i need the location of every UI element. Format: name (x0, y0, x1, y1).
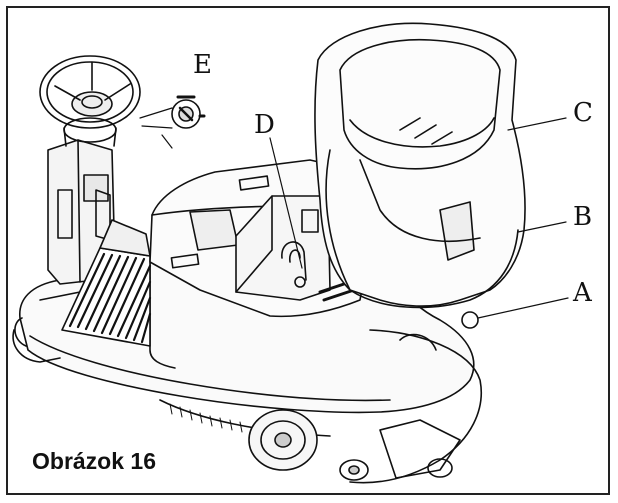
leader-line-a (477, 297, 569, 319)
leader-lines (269, 117, 569, 319)
key-switch-detail (139, 95, 206, 149)
callout-c: C (573, 98, 593, 128)
callout-e: E (193, 50, 212, 80)
steering-wheel (39, 55, 141, 147)
seat (314, 22, 526, 309)
callout-d: D (254, 110, 275, 140)
figure-caption: Obrázok 16 (32, 448, 156, 474)
callout-b: B (573, 202, 593, 232)
leader-line-b (517, 221, 567, 233)
leader-line-d (269, 137, 303, 269)
figure-frame (6, 6, 610, 495)
callout-a: A (573, 278, 592, 308)
floor-mat (61, 219, 152, 347)
tank-top (149, 159, 373, 318)
rear-wheel (248, 409, 318, 471)
squeegee-wheel (339, 458, 453, 481)
leader-line-c (507, 117, 567, 131)
